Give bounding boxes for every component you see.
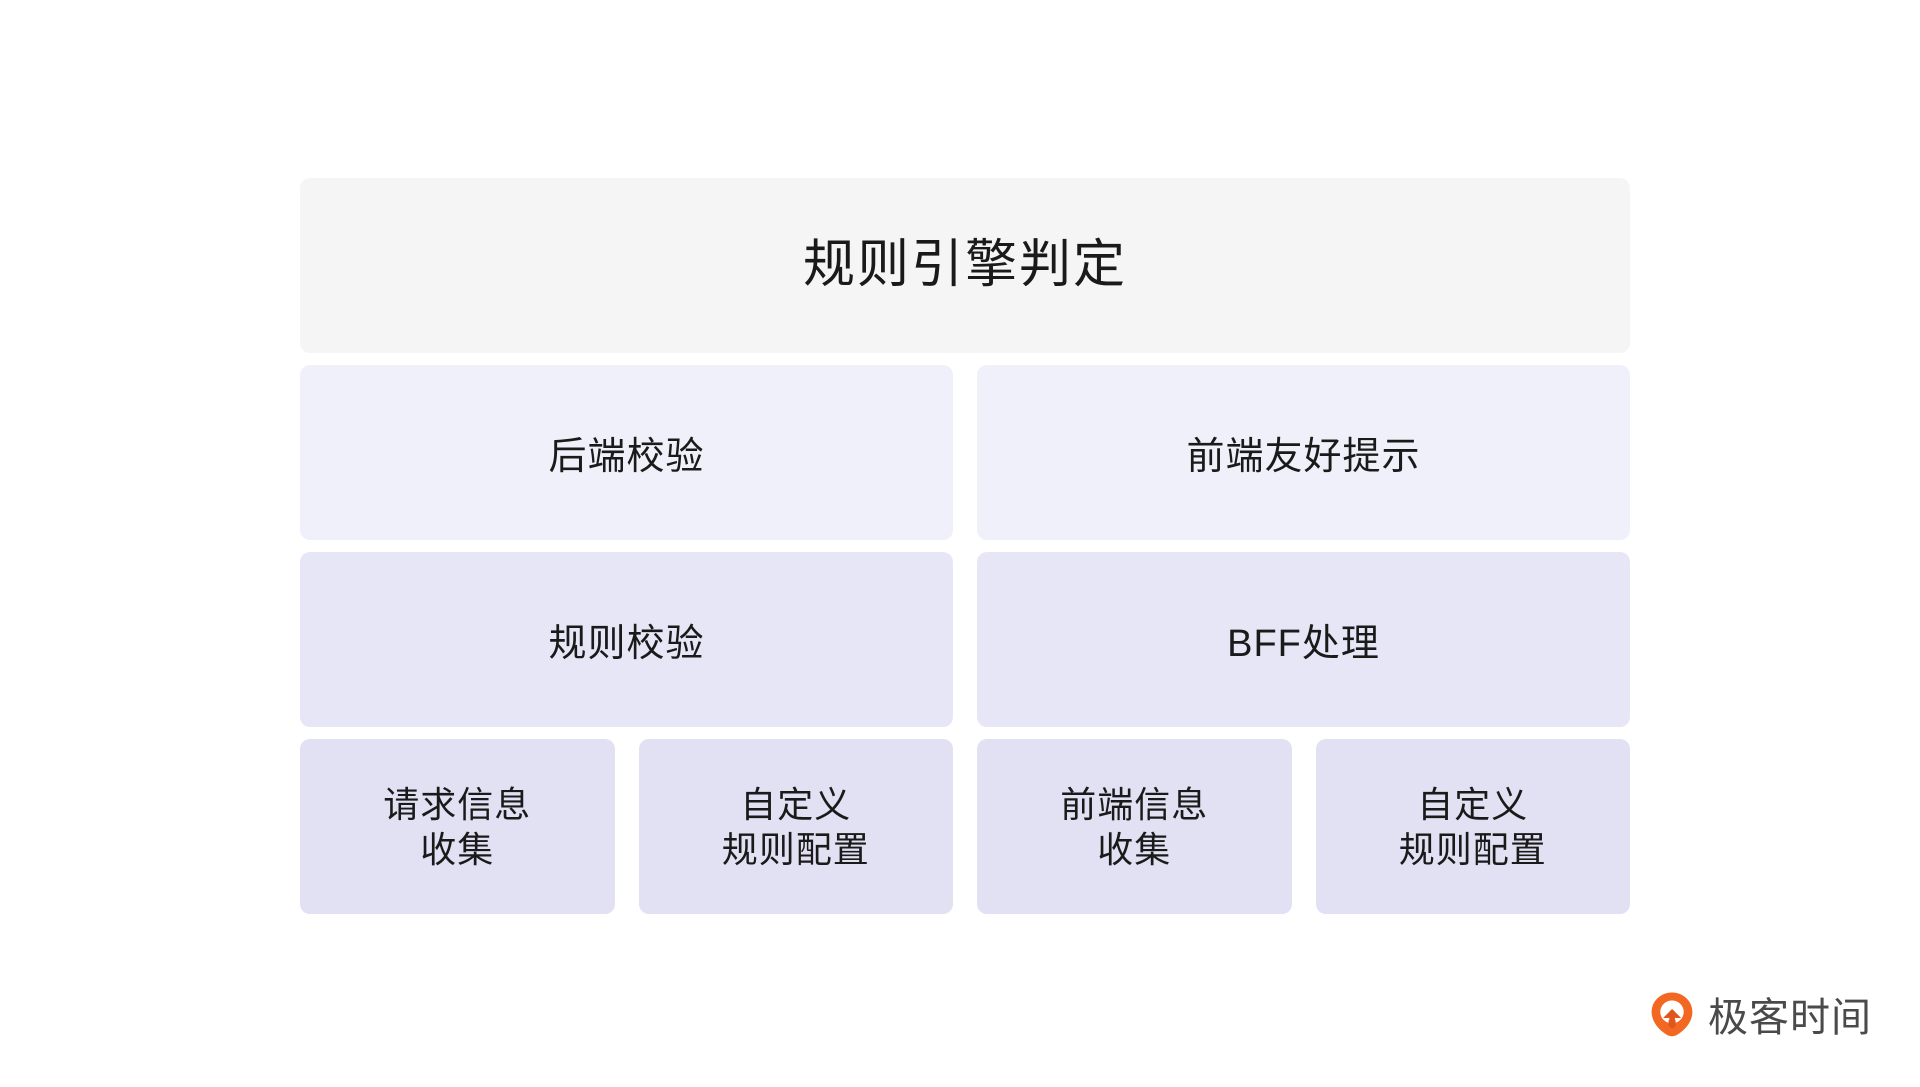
tier-2-left-group: 规则校验 [300, 552, 953, 727]
brand-name: 极客时间 [1708, 996, 1872, 1040]
diagram-row-tier-3: 请求信息 收集 自定义 规则配置 前端信息 收集 自定义 规则配置 [300, 739, 1630, 914]
diagram-title: 规则引擎判定 [802, 236, 1127, 295]
node-request-info-collection[interactable]: 请求信息 收集 [300, 739, 615, 914]
node-bff-processing[interactable]: BFF处理 [977, 552, 1630, 727]
node-custom-rule-config-backend-label: 自定义 规则配置 [721, 783, 870, 870]
node-custom-rule-config-backend[interactable]: 自定义 规则配置 [638, 739, 953, 914]
diagram-title-box: 规则引擎判定 [300, 178, 1630, 353]
tier-2-right-group: BFF处理 [977, 552, 1630, 727]
node-rule-validation-label: 规则校验 [548, 623, 705, 665]
node-frontend-friendly-hint-label: 前端友好提示 [1186, 436, 1421, 478]
node-backend-validation-label: 后端校验 [548, 436, 705, 478]
node-rule-validation[interactable]: 规则校验 [300, 552, 953, 727]
node-custom-rule-config-frontend[interactable]: 自定义 规则配置 [1315, 739, 1630, 914]
node-bff-processing-label: BFF处理 [1227, 623, 1380, 665]
tier-1-left-group: 后端校验 [300, 365, 953, 540]
node-frontend-friendly-hint[interactable]: 前端友好提示 [977, 365, 1630, 540]
node-custom-rule-config-frontend-label: 自定义 规则配置 [1398, 783, 1547, 870]
tier-1-right-group: 前端友好提示 [977, 365, 1630, 540]
node-request-info-collection-label: 请求信息 收集 [383, 783, 532, 870]
tier-3-right-group: 前端信息 收集 自定义 规则配置 [977, 739, 1630, 914]
node-backend-validation[interactable]: 后端校验 [300, 365, 953, 540]
diagram-row-tier-2: 规则校验 BFF处理 [300, 552, 1630, 727]
diagram-row-tier-1: 后端校验 前端友好提示 [300, 365, 1630, 540]
rule-engine-diagram: 规则引擎判定 后端校验 前端友好提示 规则校验 [300, 178, 1630, 914]
node-frontend-info-collection-label: 前端信息 收集 [1060, 783, 1209, 870]
tier-3-left-group: 请求信息 收集 自定义 规则配置 [300, 739, 953, 914]
brand-watermark: 极客时间 [1649, 985, 1872, 1043]
geektime-logo-icon [1649, 991, 1695, 1037]
node-frontend-info-collection[interactable]: 前端信息 收集 [977, 739, 1292, 914]
